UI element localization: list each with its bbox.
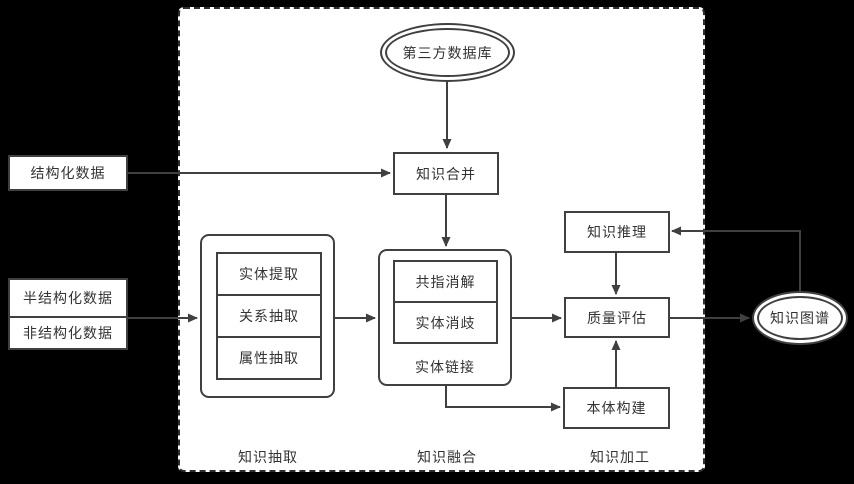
node-knowledge-merge: 知识合并 [393, 152, 499, 195]
node-entity-disambiguation: 实体消歧 [393, 301, 498, 344]
node-knowledge-graph: 知识图谱 [752, 291, 848, 345]
group-entity-linking: 共指消解 实体消歧 实体链接 [378, 249, 512, 386]
node-coreference-resolution: 共指消解 [393, 260, 498, 303]
node-third-party-db: 第三方数据库 [380, 23, 515, 82]
node-semi-structured-data: 半结构化数据 [8, 278, 128, 318]
node-third-party-db-label: 第三方数据库 [385, 28, 510, 77]
section-label-processing: 知识加工 [590, 449, 650, 465]
node-relation-extraction: 关系抽取 [216, 294, 322, 338]
node-knowledge-graph-label: 知识图谱 [757, 296, 843, 340]
node-entity-linking-label: 实体链接 [415, 359, 475, 375]
node-structured-data: 结构化数据 [8, 155, 128, 191]
section-label-fusion: 知识融合 [417, 449, 477, 465]
node-quality-evaluation: 质量评估 [564, 297, 670, 338]
node-entity-extraction: 实体提取 [216, 252, 322, 296]
node-attribute-extraction: 属性抽取 [216, 336, 322, 380]
group-knowledge-extraction: 实体提取 关系抽取 属性抽取 [200, 234, 335, 398]
node-knowledge-reasoning: 知识推理 [564, 211, 670, 253]
node-unstructured-data: 非结构化数据 [8, 316, 128, 350]
node-ontology-construction: 本体构建 [563, 387, 670, 429]
section-label-extraction: 知识抽取 [238, 449, 298, 465]
input-stack: 半结构化数据 非结构化数据 [8, 278, 128, 350]
